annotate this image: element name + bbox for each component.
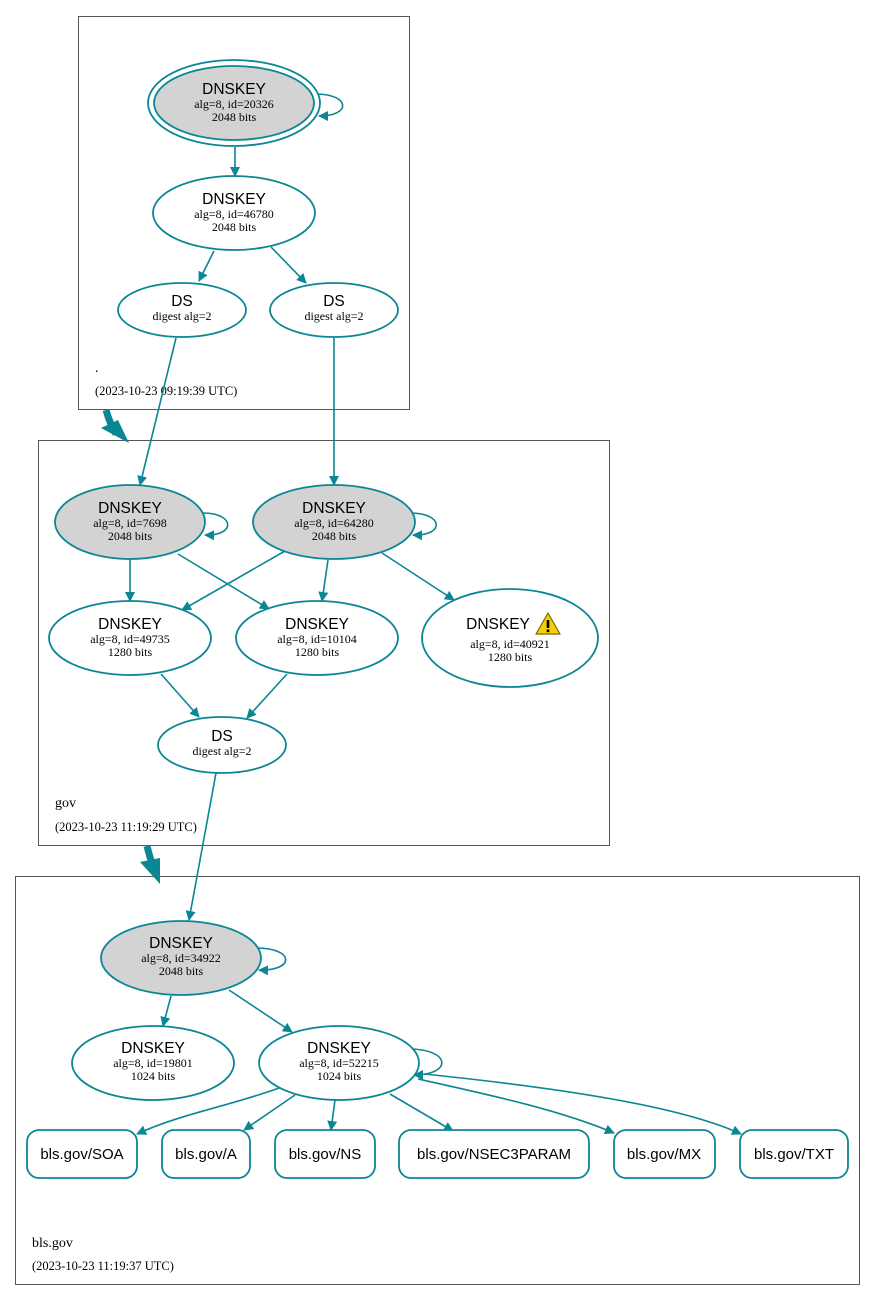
edge-46780-dsb bbox=[270, 246, 307, 284]
node-ds-gov-detail: digest alg=2 bbox=[192, 744, 251, 758]
node-dnskey-7698-size: 2048 bits bbox=[108, 529, 153, 543]
node-dnskey-49735-title: DNSKEY bbox=[98, 616, 162, 633]
zone-bls-name: bls.gov bbox=[32, 1236, 73, 1251]
node-dnskey-20326-title: DNSKEY bbox=[202, 81, 266, 98]
rrset-ns-label: bls.gov/NS bbox=[289, 1146, 362, 1163]
rrset-mx-label: bls.gov/MX bbox=[627, 1146, 701, 1163]
node-dnskey-46780-detail: alg=8, id=46780 bbox=[194, 207, 274, 221]
node-dnskey-34922-size: 2048 bits bbox=[159, 964, 204, 978]
rrset-txt-label: bls.gov/TXT bbox=[754, 1146, 834, 1163]
edge-52215-ns bbox=[327, 1099, 338, 1131]
node-dnskey-7698: DNSKEY alg=8, id=7698 2048 bits bbox=[54, 484, 206, 560]
edge-34922-52215 bbox=[228, 989, 293, 1033]
edge-self-64280 bbox=[409, 512, 438, 541]
node-dnskey-64280-size: 2048 bits bbox=[312, 529, 357, 543]
node-dnskey-64280-detail: alg=8, id=64280 bbox=[294, 516, 374, 530]
delegation-arrow-root-to-gov bbox=[101, 409, 129, 443]
delegation-arrow-gov-to-bls bbox=[140, 845, 160, 884]
edge-46780-dsa bbox=[198, 250, 215, 282]
node-dnskey-52215-size: 1024 bits bbox=[317, 1069, 362, 1083]
node-dnskey-19801-size: 1024 bits bbox=[131, 1069, 176, 1083]
node-ds-gov: DS digest alg=2 bbox=[157, 716, 287, 774]
node-dnskey-7698-detail: alg=8, id=7698 bbox=[93, 516, 167, 530]
rrset-nsec3param-label: bls.gov/NSEC3PARAM bbox=[417, 1146, 571, 1163]
node-dnskey-10104-detail: alg=8, id=10104 bbox=[277, 632, 357, 646]
edge-self-20326 bbox=[315, 93, 344, 121]
node-dnskey-19801: DNSKEY alg=8, id=19801 1024 bits bbox=[71, 1025, 235, 1101]
warning-icon bbox=[535, 612, 561, 635]
node-ds-gov-title: DS bbox=[211, 728, 233, 745]
rrset-nsec3param: bls.gov/NSEC3PARAM bbox=[398, 1129, 590, 1179]
zone-gov-timestamp: (2023-10-23 11:19:29 UTC) bbox=[55, 820, 197, 834]
node-dnskey-40921-detail: alg=8, id=40921 bbox=[470, 637, 550, 651]
node-ds-root-a-detail: digest alg=2 bbox=[152, 309, 211, 323]
node-dnskey-34922: DNSKEY alg=8, id=34922 2048 bits bbox=[100, 920, 262, 996]
node-dnskey-20326: DNSKEY alg=8, id=20326 2048 bits bbox=[147, 59, 321, 147]
node-dnskey-34922-title: DNSKEY bbox=[149, 935, 213, 952]
node-ds-root-a-title: DS bbox=[171, 293, 193, 310]
edges-gov bbox=[125, 512, 455, 921]
edges-root bbox=[137, 93, 344, 486]
edge-self-7698 bbox=[202, 512, 229, 541]
edge-64280-49735 bbox=[181, 550, 286, 611]
node-dnskey-20326-size: 2048 bits bbox=[212, 110, 257, 124]
node-dnskey-40921-title: DNSKEY bbox=[466, 616, 530, 633]
edges-bls bbox=[136, 947, 742, 1135]
node-dnskey-46780: DNSKEY alg=8, id=46780 2048 bits bbox=[152, 175, 316, 251]
edge-52215-mx bbox=[417, 1078, 615, 1135]
rrset-a: bls.gov/A bbox=[161, 1129, 251, 1179]
node-ds-root-a: DS digest alg=2 bbox=[117, 282, 247, 338]
zone-root-timestamp: (2023-10-23 09:19:39 UTC) bbox=[95, 384, 237, 398]
rrset-soa: bls.gov/SOA bbox=[26, 1129, 138, 1179]
node-dnskey-46780-size: 2048 bits bbox=[212, 220, 257, 234]
node-dnskey-40921-size: 1280 bits bbox=[488, 650, 533, 664]
node-dnskey-64280: DNSKEY alg=8, id=64280 2048 bits bbox=[252, 484, 416, 560]
edge-7698-10104 bbox=[177, 553, 270, 610]
edge-ds-34922 bbox=[185, 772, 217, 921]
node-ds-root-b-title: DS bbox=[323, 293, 345, 310]
node-dnskey-10104-size: 1280 bits bbox=[295, 645, 340, 659]
edge-52215-a bbox=[243, 1094, 296, 1131]
node-dnskey-34922-detail: alg=8, id=34922 bbox=[141, 951, 221, 965]
node-dnskey-52215-detail: alg=8, id=52215 bbox=[299, 1056, 379, 1070]
zone-gov-name: gov bbox=[55, 796, 76, 811]
edge-52215-txt bbox=[423, 1073, 742, 1135]
edge-self-34922 bbox=[255, 947, 287, 976]
node-dnskey-49735: DNSKEY alg=8, id=49735 1280 bits bbox=[48, 600, 212, 676]
edge-64280-40921 bbox=[381, 552, 455, 601]
edge-dsa-7698 bbox=[137, 337, 177, 486]
node-dnskey-52215: DNSKEY alg=8, id=52215 1024 bits bbox=[258, 1025, 420, 1101]
node-dnskey-7698-title: DNSKEY bbox=[98, 500, 162, 517]
node-dnskey-64280-title: DNSKEY bbox=[302, 500, 366, 517]
rrset-soa-label: bls.gov/SOA bbox=[40, 1146, 123, 1163]
node-dnskey-40921: DNSKEY alg=8, id=40921 1280 bits bbox=[421, 588, 599, 688]
rrset-txt: bls.gov/TXT bbox=[739, 1129, 849, 1179]
edge-64280-10104 bbox=[318, 559, 329, 602]
rrset-a-label: bls.gov/A bbox=[175, 1146, 237, 1163]
edge-10104-ds bbox=[246, 673, 288, 719]
node-dnskey-49735-size: 1280 bits bbox=[108, 645, 153, 659]
node-dnskey-20326-detail: alg=8, id=20326 bbox=[194, 97, 274, 111]
node-dnskey-10104: DNSKEY alg=8, id=10104 1280 bits bbox=[235, 600, 399, 676]
zone-bls-timestamp: (2023-10-23 11:19:37 UTC) bbox=[32, 1259, 174, 1273]
node-dnskey-46780-title: DNSKEY bbox=[202, 191, 266, 208]
edge-52215-soa bbox=[136, 1087, 280, 1135]
node-ds-root-b-detail: digest alg=2 bbox=[304, 309, 363, 323]
rrset-ns: bls.gov/NS bbox=[274, 1129, 376, 1179]
rrset-mx: bls.gov/MX bbox=[613, 1129, 716, 1179]
node-dnskey-19801-title: DNSKEY bbox=[121, 1040, 185, 1057]
edge-34922-19801 bbox=[160, 995, 172, 1027]
node-dnskey-10104-title: DNSKEY bbox=[285, 616, 349, 633]
zone-root-name: . bbox=[95, 361, 99, 376]
edge-49735-ds bbox=[160, 673, 200, 718]
edge-52215-nsec3param bbox=[389, 1093, 454, 1132]
node-dnskey-52215-title: DNSKEY bbox=[307, 1040, 371, 1057]
node-dnskey-49735-detail: alg=8, id=49735 bbox=[90, 632, 170, 646]
node-dnskey-19801-detail: alg=8, id=19801 bbox=[113, 1056, 193, 1070]
node-ds-root-b: DS digest alg=2 bbox=[269, 282, 399, 338]
